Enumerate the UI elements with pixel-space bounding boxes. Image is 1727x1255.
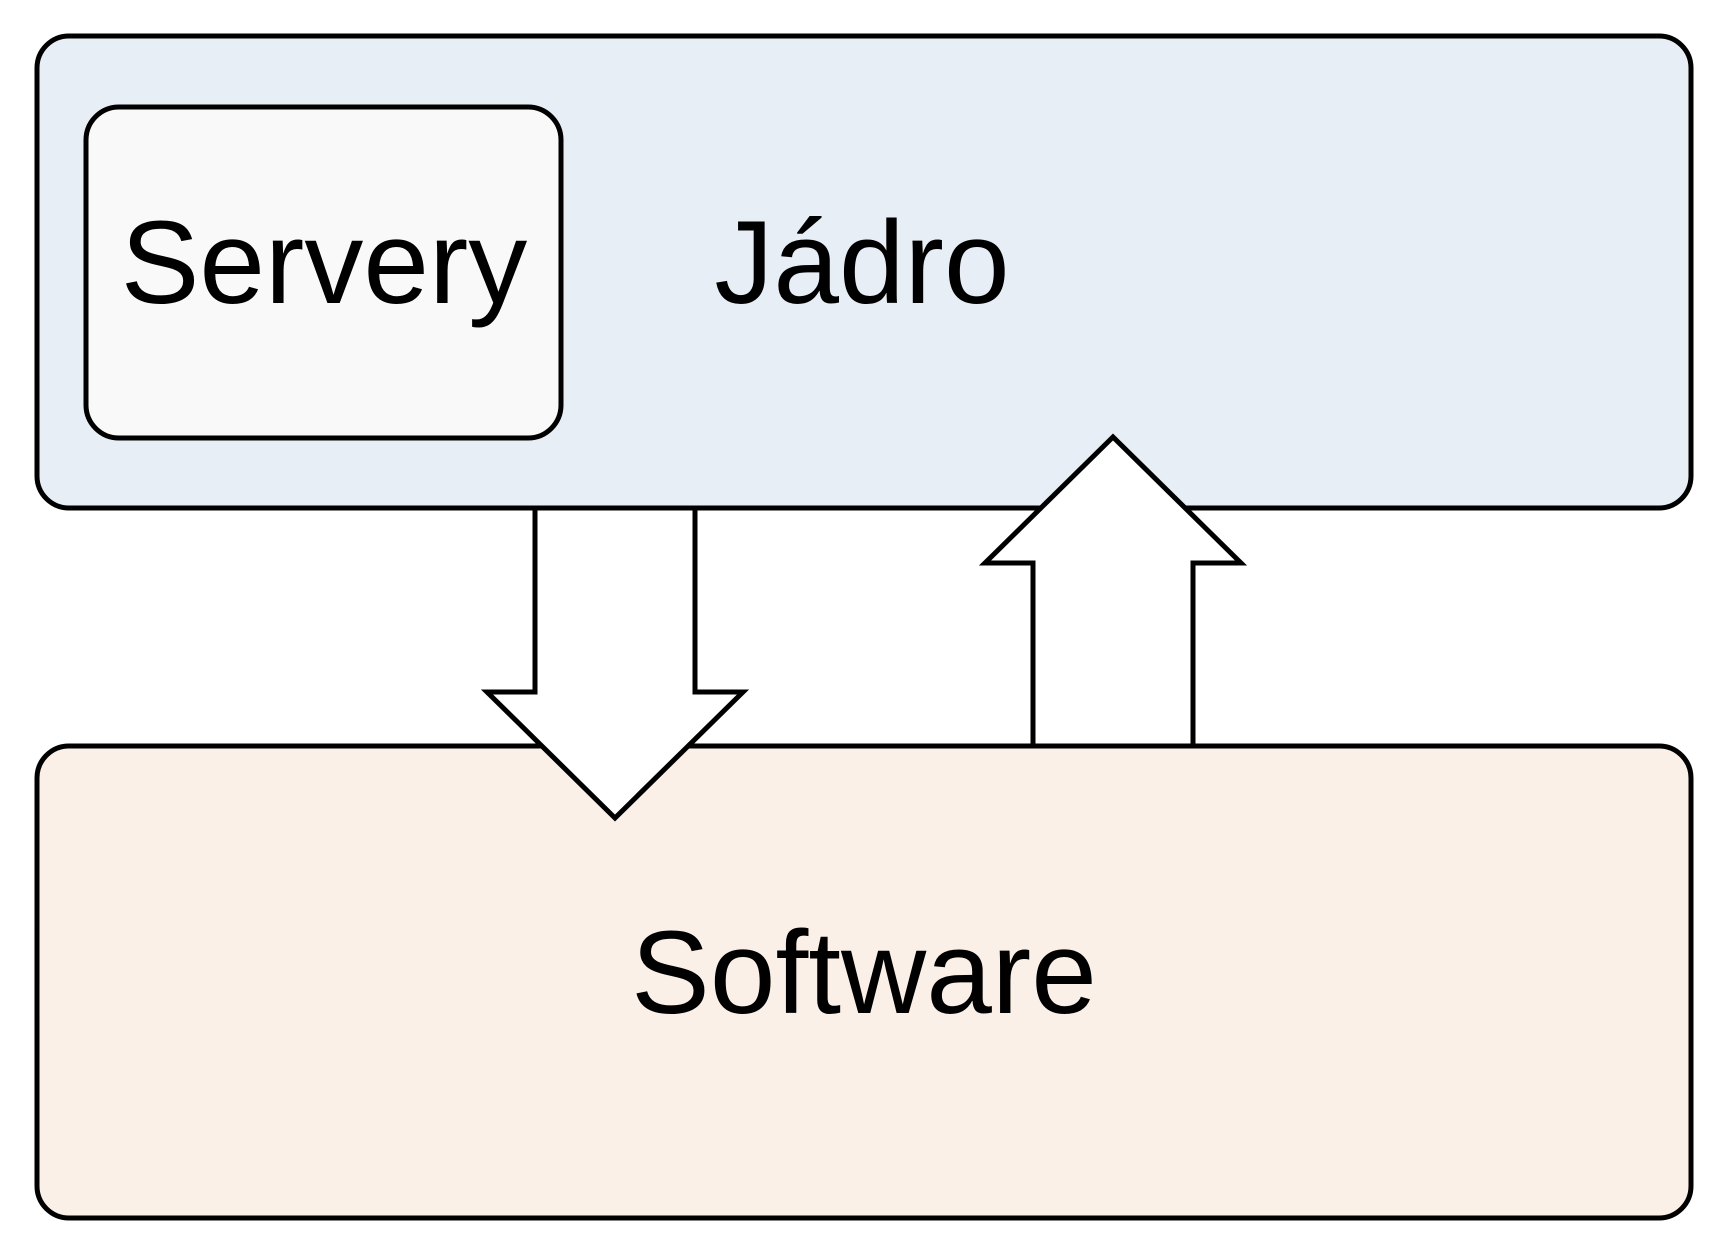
arrow-software-to-kernel	[978, 433, 1248, 749]
servers-label: Servery	[121, 197, 528, 329]
servers-box	[83, 104, 564, 441]
software-box	[34, 743, 1694, 1221]
kernel-label: Jádro	[714, 197, 1009, 329]
software-label: Software	[631, 907, 1097, 1039]
arrow-kernel-to-software	[480, 505, 750, 822]
